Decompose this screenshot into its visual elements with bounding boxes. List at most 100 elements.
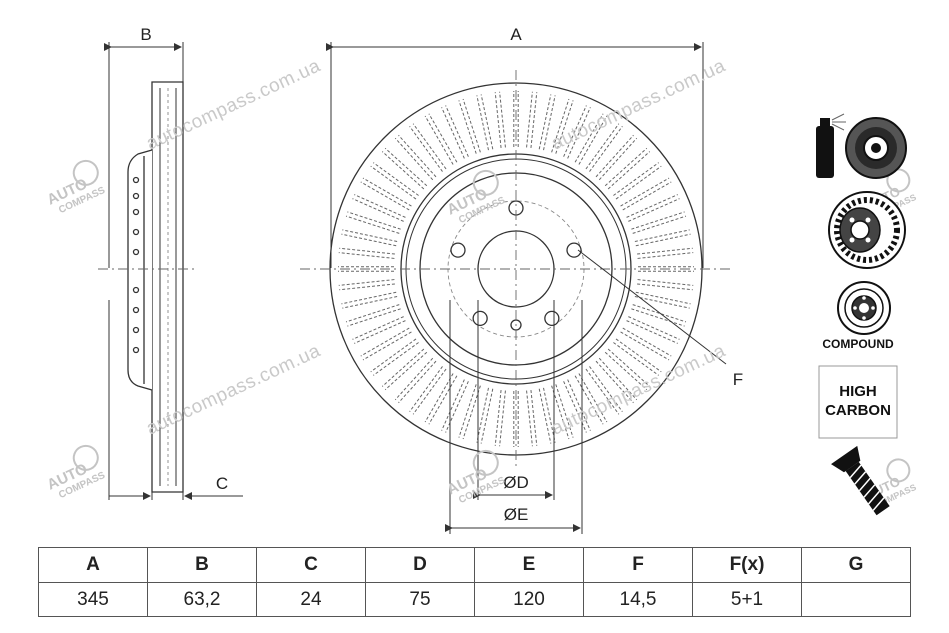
side-view <box>98 42 243 500</box>
header-d: D <box>365 547 475 583</box>
vent-slot <box>394 357 434 401</box>
vent-slot <box>412 368 447 415</box>
vent-slot <box>341 233 397 247</box>
vent-slot <box>362 331 412 361</box>
watermark-logo: AUTO COMPASS <box>445 449 507 506</box>
spec-table-header: A B C D E F F(x) G <box>38 547 911 583</box>
header-fx: F(x) <box>692 547 802 583</box>
vent-slot <box>384 351 428 391</box>
vent-slot <box>637 252 694 259</box>
vent-slot <box>480 388 494 444</box>
vent-slot <box>563 105 587 157</box>
vent-slot <box>543 95 556 151</box>
vent-slot <box>615 165 662 200</box>
vent-slot <box>526 91 533 148</box>
dim-label-e: ØE <box>504 505 529 524</box>
vent-slot <box>480 94 494 150</box>
vent-slot <box>384 147 428 187</box>
vent-slot <box>499 91 506 148</box>
dim-label-c: C <box>216 474 228 493</box>
vent-slot <box>345 304 400 323</box>
vent-slot <box>354 194 406 218</box>
vent-slot <box>347 308 401 327</box>
vent-slot <box>370 165 417 200</box>
svg-text:HIGH: HIGH <box>839 383 877 400</box>
wheel-bolt-icon <box>831 445 890 516</box>
vent-slot <box>628 198 680 222</box>
header-b: B <box>147 547 257 583</box>
svg-text:CARBON: CARBON <box>825 402 891 419</box>
vent-slot <box>589 125 623 172</box>
vent-slot <box>409 366 443 413</box>
vent-slot <box>595 360 634 404</box>
vent-slot <box>631 308 685 327</box>
vent-slot <box>476 95 489 151</box>
brake-disc-drawing: B C A F ØD ØE autocompas <box>45 25 918 534</box>
side-bolt-holes <box>132 176 140 354</box>
vent-slot <box>555 384 574 438</box>
compound-label: COMPOUND <box>822 337 894 351</box>
vent-slot <box>424 373 454 423</box>
vent-slot <box>494 390 502 446</box>
vent-slot <box>441 107 465 159</box>
vent-slot <box>631 211 685 230</box>
bolt-hole <box>566 242 582 258</box>
vent-slot <box>632 215 687 234</box>
vent-slot <box>428 375 458 425</box>
vent-slot <box>574 113 604 163</box>
vent-slot <box>530 92 538 148</box>
vent-slot <box>360 327 410 357</box>
value-e: 120 <box>474 582 584 617</box>
vent-slot <box>530 390 538 446</box>
vent-slot <box>615 338 662 373</box>
vent-slot <box>543 387 556 443</box>
header-e: E <box>474 547 584 583</box>
value-a: 345 <box>38 582 148 617</box>
vent-slot <box>342 296 398 309</box>
vent-slot <box>381 151 425 190</box>
vent-slot <box>354 320 406 344</box>
vent-slot <box>458 100 477 154</box>
dim-label-a: A <box>510 25 522 44</box>
vent-slot <box>613 342 660 376</box>
value-fx: 5+1 <box>692 582 802 617</box>
vent-slot <box>372 342 419 376</box>
vent-slot <box>494 92 502 148</box>
vent-slot <box>499 390 506 447</box>
vent-slot <box>445 105 469 157</box>
vent-slot <box>626 194 678 218</box>
header-a: A <box>38 547 148 583</box>
value-f: 14,5 <box>583 582 693 617</box>
vent-slot <box>563 381 587 433</box>
vent-slot <box>567 107 591 159</box>
vent-slot <box>412 123 447 170</box>
vent-slot <box>381 348 425 387</box>
high-carbon-badge: HIGH CARBON <box>818 365 898 439</box>
vent-slot <box>538 388 552 444</box>
vent-slot <box>607 348 651 387</box>
vent-slots <box>338 91 694 447</box>
vented-disc-icon <box>828 191 906 269</box>
vent-slot <box>637 283 693 291</box>
vent-slot <box>604 147 648 187</box>
vent-slot <box>555 100 574 154</box>
vent-slot <box>613 162 660 196</box>
vent-slot <box>551 98 570 153</box>
vent-slot <box>347 211 401 230</box>
vent-slot <box>428 113 458 163</box>
vent-slot <box>345 215 400 234</box>
vent-slot <box>585 368 620 415</box>
vent-slot <box>398 134 437 178</box>
vent-slot <box>342 229 398 242</box>
vent-slot <box>607 151 651 190</box>
vent-slot <box>626 320 678 344</box>
bolt-hole <box>544 310 560 327</box>
value-g <box>801 582 911 617</box>
vent-slot <box>595 134 634 178</box>
vent-slot <box>352 316 404 340</box>
vent-slot <box>339 283 395 291</box>
vent-slot <box>637 247 693 255</box>
value-c: 24 <box>256 582 366 617</box>
vent-slot <box>338 252 395 259</box>
vent-slot <box>622 181 672 211</box>
